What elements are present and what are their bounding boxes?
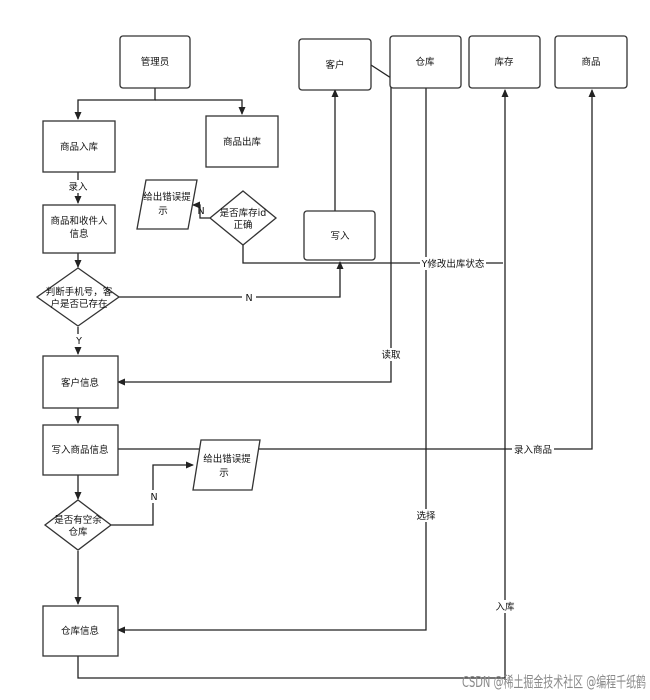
node-error-tip-1-line2: 示	[158, 206, 168, 217]
label-select: 选择	[416, 510, 436, 522]
edges	[74, 64, 596, 679]
node-stock-out-label: 商品出库	[223, 136, 262, 148]
node-product-receiver-info-line2: 信息	[69, 228, 88, 240]
node-product-label: 商品	[581, 56, 600, 68]
node-inventory	[468, 35, 541, 89]
node-error-tip-2-line2: 示	[219, 468, 229, 479]
node-warehouse-label: 仓库	[415, 56, 435, 68]
edge-labels: 录入 N N Y Y修改出库状态 读取 录入商品 N 选择 入库	[66, 180, 554, 613]
node-admin	[119, 35, 191, 89]
node-customer-info-label: 客户信息	[61, 377, 99, 389]
label-y-update: Y修改出库状态	[421, 258, 485, 270]
label-stock-in-edge: 入库	[495, 601, 515, 613]
node-has-space	[43, 499, 113, 551]
node-stock-in	[42, 120, 116, 173]
edge-admin-to-stock-out	[155, 99, 246, 115]
node-write-in	[303, 210, 376, 261]
node-check-stock-id-line1: 是否库存id	[220, 207, 267, 219]
edge-admin-to-stock-in	[74, 88, 156, 120]
label-n-phone: N	[245, 293, 252, 304]
node-stock-in-label: 商品入库	[60, 141, 99, 153]
node-customer-info	[42, 355, 119, 409]
node-product	[554, 35, 628, 89]
edge-check-phone-to-write-in	[119, 261, 344, 298]
node-stock-out	[205, 115, 279, 168]
node-write-product-info-label: 写入商品信息	[51, 444, 108, 456]
node-check-phone-line2: 户是否已存在	[50, 298, 107, 310]
edge-write-product-to-product	[118, 89, 596, 450]
label-record-product: 录入商品	[514, 444, 552, 456]
node-check-phone-line1: 判断手机号，客	[46, 286, 113, 298]
edge-check-id-to-error	[192, 201, 211, 219]
node-customer-label: 客户	[325, 59, 344, 71]
node-admin-label: 管理员	[141, 56, 170, 68]
node-warehouse	[389, 35, 462, 89]
label-read: 读取	[381, 349, 401, 361]
node-check-phone	[35, 267, 121, 327]
edge-warehouse-info-to-inventory	[77, 89, 509, 679]
node-warehouse-info	[42, 605, 119, 657]
label-y-phone: Y	[75, 336, 82, 347]
edge-customer-read	[117, 64, 392, 386]
watermark: CSDN @稀土掘金技术社区 @编程千纸鹤	[462, 673, 646, 691]
label-n-error: N	[197, 206, 204, 217]
node-customer	[298, 38, 372, 91]
node-warehouse-info-label: 仓库信息	[61, 625, 99, 637]
edge-check-id-to-inventory	[242, 245, 503, 264]
node-error-tip-1	[136, 179, 198, 230]
node-write-product-info	[42, 424, 119, 476]
node-has-space-line1: 是否有空余	[54, 514, 102, 526]
nodes: 管理员 客户 仓库 库存 商品 商品入库 商品出库 给出错误提 示 是否库存id…	[35, 35, 628, 657]
node-error-tip-1-line1: 给出错误提	[143, 191, 191, 203]
node-check-stock-id-line2: 正确	[233, 219, 252, 231]
node-write-in-label: 写入	[330, 231, 350, 242]
node-product-receiver-info	[42, 204, 116, 254]
node-inventory-label: 库存	[494, 56, 514, 68]
label-n-space: N	[150, 492, 157, 503]
node-error-tip-2	[192, 439, 261, 491]
node-check-stock-id	[208, 190, 278, 246]
node-error-tip-2-line1: 给出错误提	[203, 453, 251, 465]
node-product-receiver-info-line1: 商品和收件人	[50, 215, 108, 227]
label-entry: 录入	[68, 182, 88, 193]
node-has-space-line2: 仓库	[68, 526, 88, 538]
